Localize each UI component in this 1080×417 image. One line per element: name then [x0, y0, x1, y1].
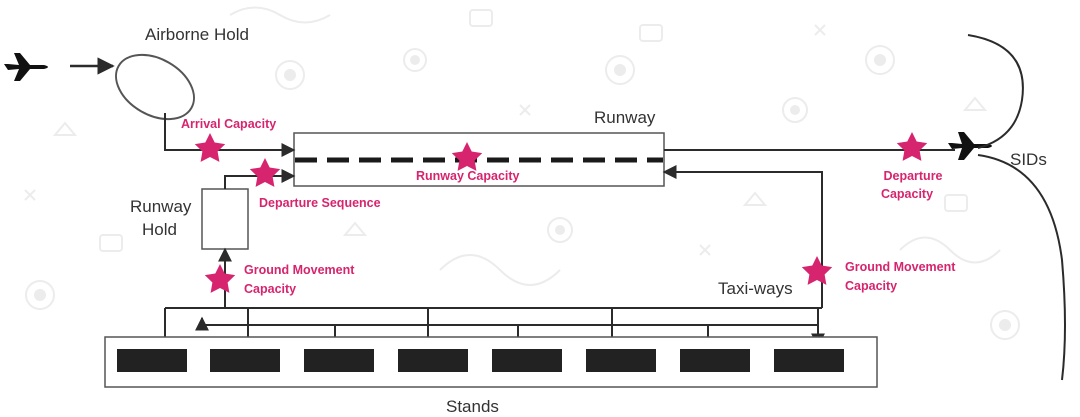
- sid-route-2: [977, 154, 1066, 381]
- star-icon: [249, 158, 281, 187]
- arrival-path: [164, 113, 296, 157]
- departure-capacity-label: Departure: [883, 169, 942, 183]
- stand-2: [210, 349, 280, 372]
- stand-5: [492, 349, 562, 372]
- star-icon: [204, 264, 236, 293]
- stands-label: Stands: [446, 397, 499, 416]
- runway-label: Runway: [594, 108, 656, 127]
- stand-4: [398, 349, 468, 372]
- stand-7: [680, 349, 750, 372]
- taxiways-label: Taxi-ways: [718, 279, 793, 298]
- runway-hold-label-2: Hold: [142, 220, 177, 239]
- star-icon: [801, 256, 833, 285]
- airplane-icon: [4, 53, 48, 81]
- departure-sequence-label: Departure Sequence: [259, 196, 381, 210]
- taxiway-to-runway: [662, 165, 823, 308]
- ground-movement-left-label: Ground Movement: [244, 263, 355, 277]
- stand-3: [304, 349, 374, 372]
- ground-movement-right-label-2: Capacity: [845, 279, 897, 293]
- runway-capacity-label: Runway Capacity: [416, 169, 520, 183]
- stand-8: [774, 349, 844, 372]
- departure-capacity-label-2: Capacity: [881, 187, 933, 201]
- arrival-capacity-label: Arrival Capacity: [181, 117, 276, 131]
- airplane-icon: [948, 132, 992, 160]
- sids-label: SIDs: [1010, 150, 1047, 169]
- ground-movement-left-label-2: Capacity: [244, 282, 296, 296]
- star-icon: [896, 132, 928, 161]
- background-pattern: [24, 6, 1020, 340]
- stand-blocks: [117, 349, 844, 372]
- stand-1: [117, 349, 187, 372]
- stand-6: [586, 349, 656, 372]
- runway-hold-label: Runway: [130, 197, 192, 216]
- star-icon: [194, 133, 226, 162]
- sid-route-1: [967, 34, 1024, 149]
- airborne-hold-loop: [115, 53, 195, 121]
- arrival-plane: [4, 53, 48, 81]
- runway-hold-box: [201, 188, 249, 250]
- ground-movement-right-label: Ground Movement: [845, 260, 956, 274]
- star-icon: [451, 142, 483, 171]
- airborne-hold-label: Airborne Hold: [145, 25, 249, 44]
